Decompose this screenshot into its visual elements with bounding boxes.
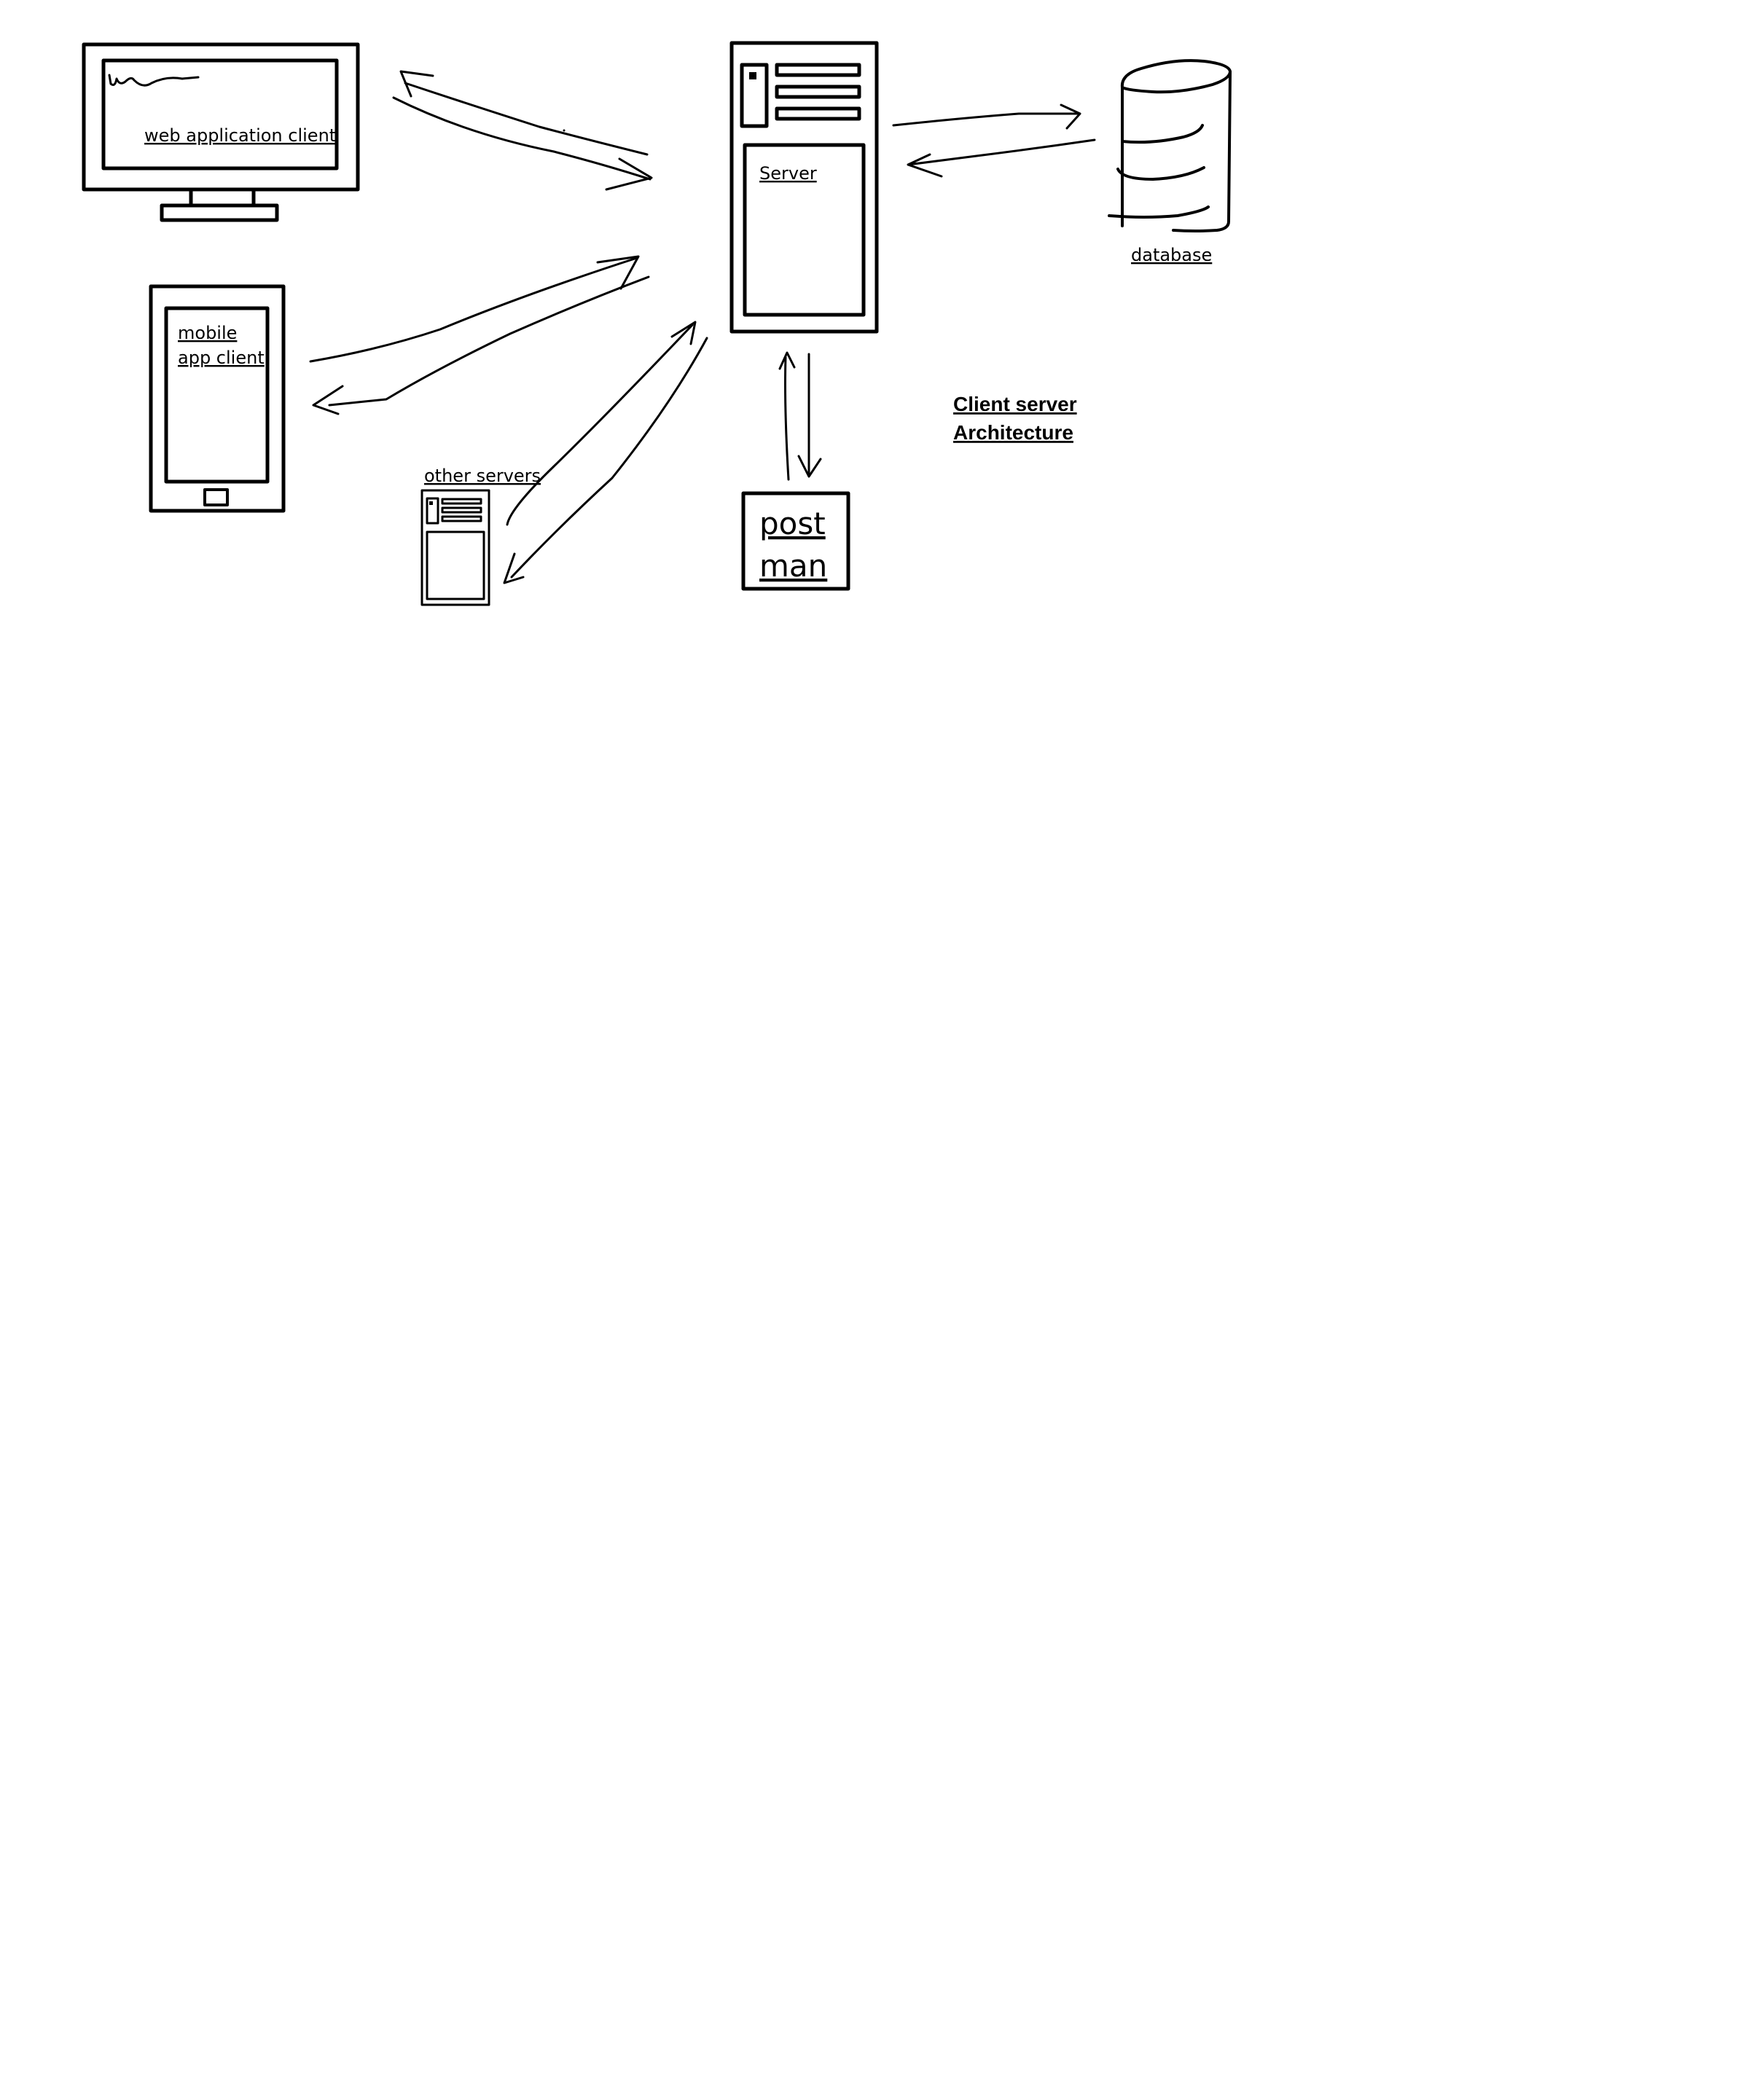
arrow-server-to-web <box>399 70 649 156</box>
server-case <box>729 41 879 334</box>
diagram-title: Client server Architecture <box>953 393 1077 444</box>
monitor-neck <box>189 187 256 208</box>
monitor-base <box>160 203 279 222</box>
arrow-mobile-to-server <box>309 255 640 363</box>
arrow-web-to-server <box>392 96 653 191</box>
mobile-client-label-line2: app client <box>178 348 265 368</box>
arrow-server-to-database <box>892 103 1081 130</box>
monitor-screen <box>101 58 339 171</box>
server-bay-1 <box>775 63 861 77</box>
postman-box: post man <box>741 491 850 591</box>
web-client-monitor: web application client <box>82 42 360 222</box>
server-panel <box>743 143 866 317</box>
arrows <box>309 70 1096 584</box>
database-band-2 <box>1116 166 1205 181</box>
arrow-server-to-postman <box>797 353 822 478</box>
other-server-drive-slot <box>426 497 439 525</box>
server-bay-3 <box>775 106 861 121</box>
arrow-server-to-other <box>503 337 708 584</box>
arrow-other-to-server <box>506 321 697 526</box>
other-server-indicator-light <box>429 501 433 505</box>
database-band-3 <box>1108 205 1210 219</box>
other-servers: other servers <box>420 466 541 606</box>
postman-frame <box>741 491 850 591</box>
server-bay-2 <box>775 85 861 99</box>
phone-screen <box>164 306 270 484</box>
mobile-client-label-line1: mobile <box>178 323 237 343</box>
arrow-postman-to-server <box>778 351 796 481</box>
web-client-label: web application client <box>144 125 336 146</box>
database-label: database <box>1131 245 1212 265</box>
arrow-server-to-mobile <box>312 275 650 415</box>
other-server-bay-3 <box>441 515 482 522</box>
mobile-client-phone: mobile app client <box>149 284 286 513</box>
server-indicator-light <box>749 72 756 79</box>
database-cylinder: database <box>1108 59 1232 265</box>
other-server-bay-1 <box>441 498 482 505</box>
title-line1: Client server <box>953 393 1077 415</box>
other-server-case <box>420 489 490 606</box>
scribble-mark <box>108 74 200 87</box>
title-line2: Architecture <box>953 421 1073 444</box>
other-server-panel <box>426 530 485 600</box>
other-servers-label: other servers <box>424 466 541 486</box>
phone-body <box>149 284 286 513</box>
server-tower: Server <box>729 41 879 334</box>
stray-dot <box>563 129 566 132</box>
postman-label-line2: man <box>759 548 827 584</box>
server-label: Server <box>759 163 817 184</box>
postman-label-line1: post <box>759 506 826 541</box>
arrow-database-to-server <box>907 138 1096 178</box>
database-outline <box>1120 59 1232 232</box>
phone-home-button <box>203 488 229 506</box>
other-server-bay-2 <box>441 506 482 514</box>
database-band-1 <box>1121 124 1204 144</box>
server-drive-slot <box>740 63 769 128</box>
